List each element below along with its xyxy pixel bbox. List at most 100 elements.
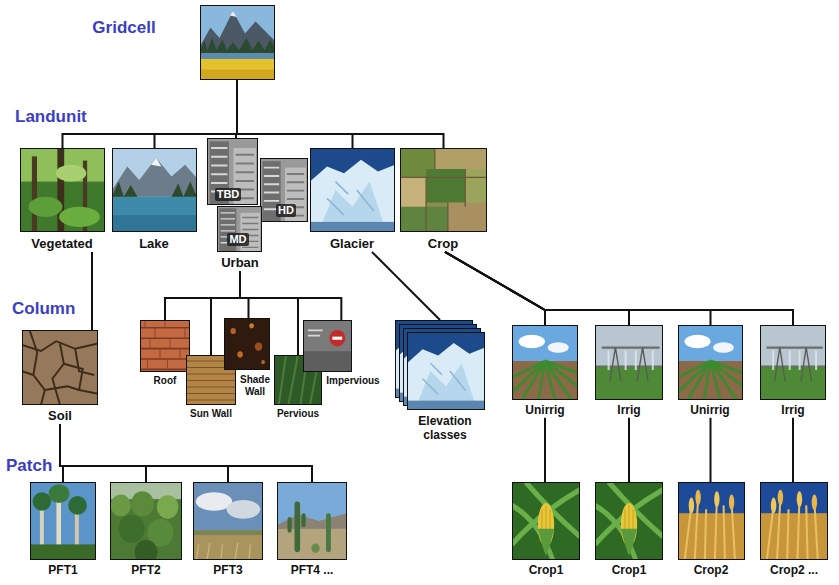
node-label: MD bbox=[227, 233, 248, 246]
level-label: Landunit bbox=[15, 107, 87, 127]
landunit-node: Crop bbox=[400, 148, 487, 252]
node-label: Unirrig bbox=[525, 404, 564, 418]
patch-node: PFT3 bbox=[193, 482, 263, 578]
glacier-photo bbox=[310, 148, 395, 232]
patch-node: Crop1 bbox=[512, 482, 580, 578]
wheat-photo bbox=[678, 482, 745, 560]
tree-connector bbox=[240, 271, 249, 318]
tree-connector bbox=[445, 252, 545, 325]
node-label: Irrig bbox=[781, 404, 804, 418]
level-label: Column bbox=[12, 299, 75, 319]
patch-node: Crop2 bbox=[678, 482, 745, 578]
node-label: TBD bbox=[215, 188, 242, 201]
node-label: Crop1 bbox=[612, 564, 647, 578]
elevation-photo bbox=[407, 332, 485, 410]
landunit-node: Vegetated bbox=[20, 148, 105, 252]
urban-photo bbox=[217, 206, 262, 252]
tree-connector bbox=[240, 271, 341, 320]
crop-photo bbox=[400, 148, 487, 232]
tree-connector bbox=[544, 418, 546, 482]
pft-photo bbox=[110, 482, 182, 565]
tree-connector bbox=[63, 80, 238, 148]
node-label: Lake bbox=[139, 237, 169, 252]
urban-photo bbox=[260, 158, 308, 222]
column-node: Unirrig bbox=[678, 325, 743, 418]
tree-connector bbox=[165, 271, 240, 320]
vegetated-photo bbox=[20, 148, 105, 232]
irrigated-photo bbox=[595, 325, 663, 400]
tree-connector bbox=[372, 252, 440, 320]
patch-node: Crop1 bbox=[595, 482, 663, 578]
column-node: Unirrig bbox=[512, 325, 578, 418]
node-label: Urban bbox=[221, 256, 259, 271]
node-label: Pervious bbox=[277, 408, 319, 420]
column-node: Elevation classes bbox=[395, 320, 485, 443]
tree-connector bbox=[792, 418, 794, 482]
pft-photo bbox=[193, 482, 263, 560]
unirrigated-photo bbox=[512, 325, 578, 400]
column-node: Impervious bbox=[303, 320, 380, 387]
node-label: Roof bbox=[154, 375, 177, 387]
gridcell-node: Gridcell bbox=[92, 5, 275, 80]
landunit-node: Urban TBD HD MD bbox=[205, 138, 310, 271]
column-node: Shade Wall bbox=[224, 318, 273, 397]
pft-photo bbox=[30, 482, 96, 560]
pft-photo bbox=[277, 482, 347, 560]
column-node: Roof bbox=[140, 320, 190, 387]
urban-density-tile: HD bbox=[260, 158, 308, 222]
lake-photo bbox=[112, 148, 197, 232]
tree-connector bbox=[710, 418, 712, 482]
patch-node: PFT2 bbox=[110, 482, 182, 578]
tree-connector bbox=[60, 424, 146, 482]
column-node: Sun Wall bbox=[186, 355, 236, 420]
node-label: Crop2 ... bbox=[770, 564, 818, 578]
tree-connector bbox=[155, 80, 238, 148]
gridcell-photo bbox=[200, 5, 275, 80]
tree-connector bbox=[237, 80, 444, 148]
column-node: Pervious bbox=[274, 355, 322, 420]
roof-photo bbox=[140, 320, 190, 372]
column-node: Irrig bbox=[760, 325, 826, 418]
node-label: Unirrig bbox=[690, 404, 729, 418]
column-node: Irrig bbox=[595, 325, 663, 418]
tree-connector bbox=[237, 80, 353, 148]
wheat-photo bbox=[760, 482, 828, 560]
urban-density-tile: TBD bbox=[207, 138, 258, 205]
level-label: Patch bbox=[6, 456, 52, 476]
node-label: Vegetated bbox=[31, 237, 92, 252]
node-label: PFT1 bbox=[48, 564, 77, 578]
impervious-photo bbox=[303, 320, 352, 372]
corn-photo bbox=[512, 482, 580, 560]
shade-wall-photo bbox=[224, 318, 270, 370]
tree-connector bbox=[240, 271, 298, 355]
node-label: HD bbox=[276, 204, 296, 217]
irrigated-photo bbox=[760, 325, 826, 400]
patch-node: Crop2 ... bbox=[760, 482, 828, 578]
patch-node: PFT4 ... bbox=[277, 482, 347, 578]
node-label: Crop1 bbox=[529, 564, 564, 578]
node-label: Impervious bbox=[326, 375, 379, 387]
node-label: Elevation classes bbox=[412, 415, 478, 443]
tree-connector bbox=[445, 252, 629, 325]
tree-connector bbox=[60, 424, 312, 482]
urban-density-tile: MD bbox=[217, 206, 262, 252]
tree-connector bbox=[60, 424, 228, 482]
corn-photo bbox=[595, 482, 663, 560]
column-node: Soil bbox=[22, 330, 98, 424]
node-label: PFT4 ... bbox=[291, 564, 334, 578]
node-label: Crop2 bbox=[694, 564, 729, 578]
landunit-node: Glacier bbox=[310, 148, 395, 252]
tree-connector bbox=[91, 252, 93, 330]
tree-connector bbox=[211, 271, 240, 355]
node-label: Irrig bbox=[617, 404, 640, 418]
patch-node: PFT1 bbox=[30, 482, 96, 578]
tree-connector bbox=[445, 252, 711, 325]
node-label: Sun Wall bbox=[190, 408, 232, 420]
node-label: Glacier bbox=[330, 237, 374, 252]
unirrigated-photo bbox=[678, 325, 743, 400]
node-label: Soil bbox=[48, 409, 72, 424]
soil-photo bbox=[22, 330, 98, 405]
